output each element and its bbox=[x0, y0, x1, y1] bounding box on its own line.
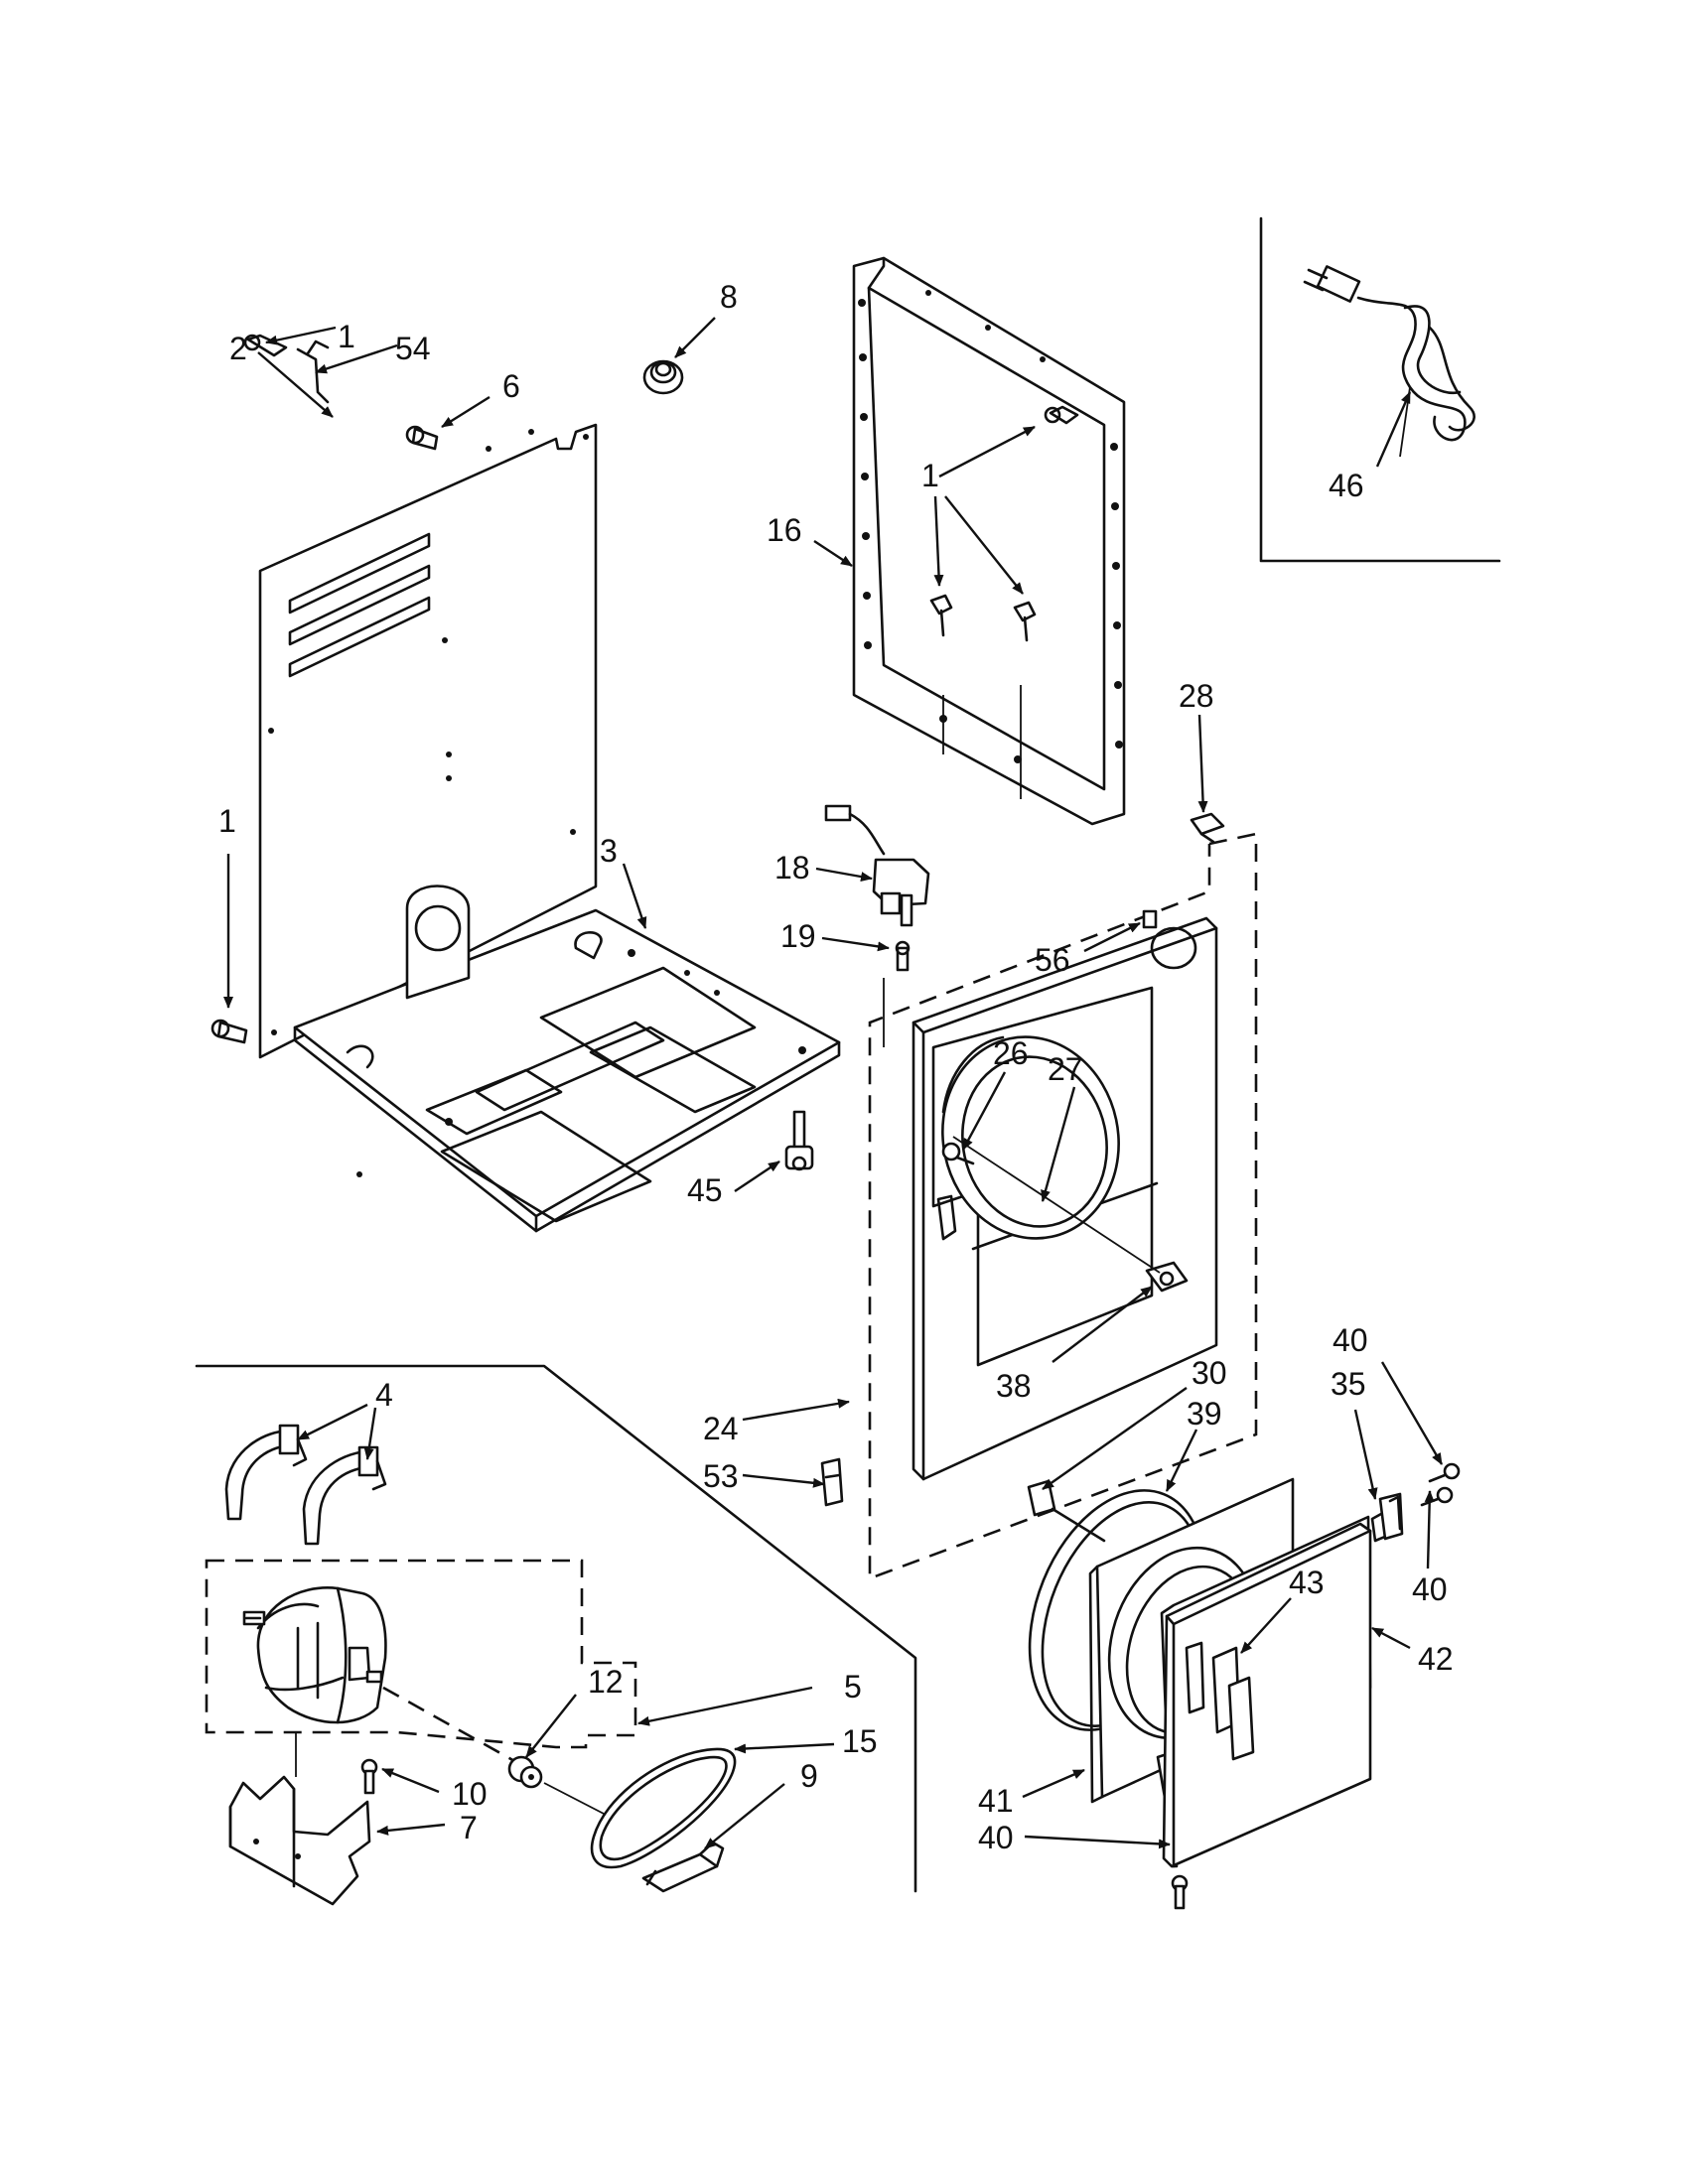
callout-46: 46 bbox=[1329, 468, 1364, 503]
screw-left bbox=[210, 1019, 248, 1044]
callout-18: 18 bbox=[774, 850, 810, 886]
power-cord-part bbox=[1303, 265, 1475, 458]
front-frame bbox=[852, 256, 1126, 826]
door-handle bbox=[1211, 1646, 1255, 1761]
front-frame-holes bbox=[858, 290, 1123, 763]
callout-8: 8 bbox=[720, 279, 738, 315]
frame-screws bbox=[929, 405, 1079, 799]
cabinet-plug-part bbox=[642, 359, 684, 395]
callout-labels: 1 54 6 2 8 1 16 46 28 1 3 18 19 56 26 27… bbox=[218, 279, 1454, 1855]
callout-1-left: 1 bbox=[218, 803, 236, 839]
callout-30: 30 bbox=[1192, 1355, 1227, 1391]
callout-40-right: 40 bbox=[1412, 1571, 1448, 1607]
drive-belt bbox=[590, 1747, 737, 1869]
leveling-leg bbox=[784, 1110, 814, 1171]
section-divider bbox=[195, 1364, 917, 1893]
callout-16: 16 bbox=[767, 512, 802, 548]
callout-53: 53 bbox=[703, 1458, 739, 1494]
callout-27: 27 bbox=[1048, 1051, 1083, 1087]
idler-pulley bbox=[641, 1841, 725, 1893]
leader-arrows bbox=[223, 317, 1444, 1849]
callout-19: 19 bbox=[780, 918, 816, 954]
motor-bracket bbox=[228, 1732, 371, 1906]
callout-12: 12 bbox=[588, 1664, 624, 1700]
motor-clamps bbox=[224, 1424, 387, 1546]
callout-45: 45 bbox=[687, 1172, 723, 1208]
callout-56: 56 bbox=[1035, 942, 1070, 978]
callout-38: 38 bbox=[996, 1368, 1032, 1404]
callout-43: 43 bbox=[1289, 1565, 1325, 1600]
callout-41: 41 bbox=[978, 1783, 1014, 1819]
base bbox=[293, 885, 841, 1233]
callout-54: 54 bbox=[395, 331, 431, 366]
callout-40-bottom: 40 bbox=[978, 1820, 1014, 1855]
callout-1-frame: 1 bbox=[921, 458, 939, 493]
clip-53 bbox=[820, 1457, 844, 1507]
callout-42: 42 bbox=[1418, 1641, 1454, 1677]
power-cord-inset bbox=[1259, 216, 1501, 563]
callout-4: 4 bbox=[375, 1377, 393, 1413]
callout-1-top: 1 bbox=[338, 319, 355, 354]
clip-54 bbox=[296, 340, 330, 404]
screw-top bbox=[243, 334, 288, 357]
callout-7: 7 bbox=[460, 1810, 478, 1845]
clip-56 bbox=[1142, 909, 1158, 929]
callout-26: 26 bbox=[993, 1035, 1029, 1071]
callout-9: 9 bbox=[800, 1758, 818, 1794]
callout-5: 5 bbox=[844, 1669, 862, 1705]
clip-28 bbox=[1190, 812, 1225, 844]
callout-39: 39 bbox=[1187, 1396, 1222, 1432]
door-hinge bbox=[1370, 1492, 1404, 1543]
rear-panel-holes bbox=[268, 429, 589, 1035]
outer-door-panel bbox=[1156, 1515, 1372, 1868]
callout-10: 10 bbox=[452, 1776, 488, 1812]
rear-panel-vents bbox=[288, 532, 431, 678]
callout-2: 2 bbox=[229, 331, 247, 366]
callout-28: 28 bbox=[1179, 678, 1214, 714]
screw-10 bbox=[360, 1758, 378, 1795]
door-switch bbox=[824, 804, 930, 927]
screw-26 bbox=[941, 1142, 975, 1165]
callout-40-top: 40 bbox=[1333, 1322, 1368, 1358]
screw-6 bbox=[405, 425, 439, 451]
motor-assembly-outline bbox=[205, 1559, 637, 1749]
callout-24: 24 bbox=[703, 1411, 739, 1446]
callout-15: 15 bbox=[842, 1723, 878, 1759]
callout-3: 3 bbox=[600, 833, 618, 869]
screw-19 bbox=[883, 940, 911, 1047]
motor-shaft-line bbox=[382, 1686, 517, 1764]
callout-6: 6 bbox=[502, 368, 520, 404]
callout-35: 35 bbox=[1331, 1366, 1366, 1402]
pulley bbox=[507, 1755, 543, 1789]
rear-panel bbox=[258, 423, 598, 1059]
door-assembly bbox=[1027, 1462, 1461, 1910]
motor bbox=[242, 1586, 387, 1724]
front-panel bbox=[912, 916, 1218, 1481]
